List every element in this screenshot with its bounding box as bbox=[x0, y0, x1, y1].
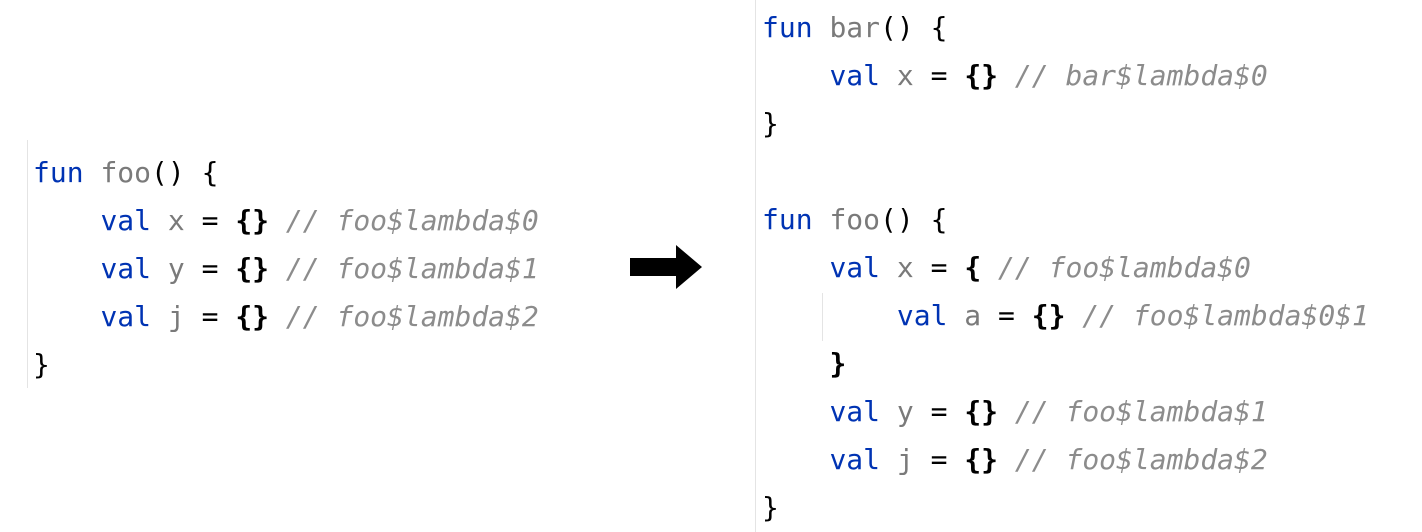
code-line: fun bar() { bbox=[762, 4, 1369, 52]
code-token-punctuation: = bbox=[184, 300, 236, 333]
code-token-keyword: val bbox=[829, 251, 897, 284]
code-line: fun foo() { bbox=[762, 196, 1369, 244]
code-line: val j = {} // foo$lambda$2 bbox=[33, 293, 539, 341]
code-token-punctuation: } bbox=[762, 491, 779, 524]
code-token-keyword: val bbox=[896, 299, 965, 332]
code-token-brace: {} bbox=[235, 252, 270, 285]
code-token-punctuation bbox=[33, 252, 100, 285]
code-token-comment: // bar$lambda$0 bbox=[998, 59, 1268, 92]
nested-lambda-indent-guide bbox=[822, 293, 823, 341]
code-line bbox=[762, 148, 1369, 196]
code-token-punctuation bbox=[33, 300, 100, 333]
code-token-identifier: j bbox=[167, 300, 185, 333]
code-token-comment: // foo$lambda$0 bbox=[981, 251, 1251, 284]
code-token-identifier: j bbox=[896, 443, 914, 476]
code-token-punctuation bbox=[762, 347, 829, 380]
code-line: } bbox=[762, 340, 1369, 388]
code-token-keyword: fun bbox=[33, 156, 101, 189]
code-token-identifier: x bbox=[167, 204, 185, 237]
code-token-punctuation: = bbox=[913, 443, 965, 476]
code-token-identifier: x bbox=[896, 59, 914, 92]
code-line: val a = {} // foo$lambda$0$1 bbox=[762, 292, 1369, 340]
code-token-comment: // foo$lambda$2 bbox=[998, 443, 1268, 476]
code-line: val x = { // foo$lambda$0 bbox=[762, 244, 1369, 292]
code-token-comment: // foo$lambda$2 bbox=[269, 300, 539, 333]
code-token-punctuation bbox=[762, 59, 829, 92]
code-token-punctuation: = bbox=[184, 204, 236, 237]
code-token-comment: // foo$lambda$1 bbox=[269, 252, 539, 285]
code-token-identifier: foo bbox=[100, 156, 152, 189]
code-after: fun bar() { val x = {} // bar$lambda$0}f… bbox=[762, 4, 1369, 532]
code-line: val x = {} // foo$lambda$0 bbox=[33, 197, 539, 245]
code-line: } bbox=[762, 100, 1369, 148]
code-token-punctuation: } bbox=[33, 348, 50, 381]
code-token-keyword: val bbox=[829, 59, 897, 92]
code-token-identifier: y bbox=[167, 252, 185, 285]
code-token-identifier: a bbox=[964, 299, 982, 332]
code-token-punctuation: = bbox=[913, 59, 965, 92]
code-line: val y = {} // foo$lambda$1 bbox=[762, 388, 1369, 436]
code-token-brace: {} bbox=[964, 443, 999, 476]
code-token-brace: } bbox=[829, 347, 847, 380]
code-token-comment: // foo$lambda$0$1 bbox=[1065, 299, 1369, 332]
code-line: fun foo() { bbox=[33, 149, 539, 197]
code-token-comment: // foo$lambda$0 bbox=[269, 204, 539, 237]
code-token-keyword: val bbox=[100, 252, 168, 285]
code-token-brace: {} bbox=[235, 300, 270, 333]
code-token-punctuation: = bbox=[913, 395, 965, 428]
code-before: fun foo() { val x = {} // foo$lambda$0 v… bbox=[33, 149, 539, 389]
code-line: val j = {} // foo$lambda$2 bbox=[762, 436, 1369, 484]
code-token-keyword: val bbox=[829, 395, 897, 428]
code-token-identifier: foo bbox=[829, 203, 881, 236]
code-token-identifier: x bbox=[896, 251, 914, 284]
code-token-identifier: bar bbox=[829, 11, 881, 44]
code-line: } bbox=[762, 484, 1369, 532]
code-token-punctuation bbox=[762, 251, 829, 284]
code-token-brace: { bbox=[964, 251, 982, 284]
code-line: val x = {} // bar$lambda$0 bbox=[762, 52, 1369, 100]
code-token-punctuation: } bbox=[762, 107, 779, 140]
code-token-punctuation: () { bbox=[880, 203, 948, 236]
code-line: } bbox=[33, 341, 539, 389]
code-token-punctuation bbox=[33, 204, 100, 237]
code-token-identifier: y bbox=[896, 395, 914, 428]
code-token-punctuation bbox=[762, 443, 829, 476]
code-token-keyword: fun bbox=[762, 203, 830, 236]
code-token-brace: {} bbox=[964, 59, 999, 92]
code-token-brace: {} bbox=[964, 395, 999, 428]
code-token-punctuation: = bbox=[913, 251, 965, 284]
right-code-gutter-line bbox=[755, 0, 756, 532]
code-token-keyword: fun bbox=[762, 11, 830, 44]
code-token-punctuation bbox=[762, 299, 897, 332]
code-token-punctuation: () { bbox=[151, 156, 219, 189]
code-token-punctuation: () { bbox=[880, 11, 948, 44]
right-arrow-icon bbox=[630, 245, 702, 289]
code-token-punctuation: = bbox=[184, 252, 236, 285]
left-code-gutter-line bbox=[27, 140, 28, 388]
code-line: val y = {} // foo$lambda$1 bbox=[33, 245, 539, 293]
code-token-keyword: val bbox=[100, 300, 168, 333]
code-token-brace: {} bbox=[1031, 299, 1066, 332]
code-token-brace: {} bbox=[235, 204, 270, 237]
code-token-punctuation bbox=[762, 395, 829, 428]
code-token-punctuation: = bbox=[981, 299, 1032, 332]
code-token-keyword: val bbox=[829, 443, 897, 476]
code-token-comment: // foo$lambda$1 bbox=[998, 395, 1268, 428]
code-token-keyword: val bbox=[100, 204, 168, 237]
